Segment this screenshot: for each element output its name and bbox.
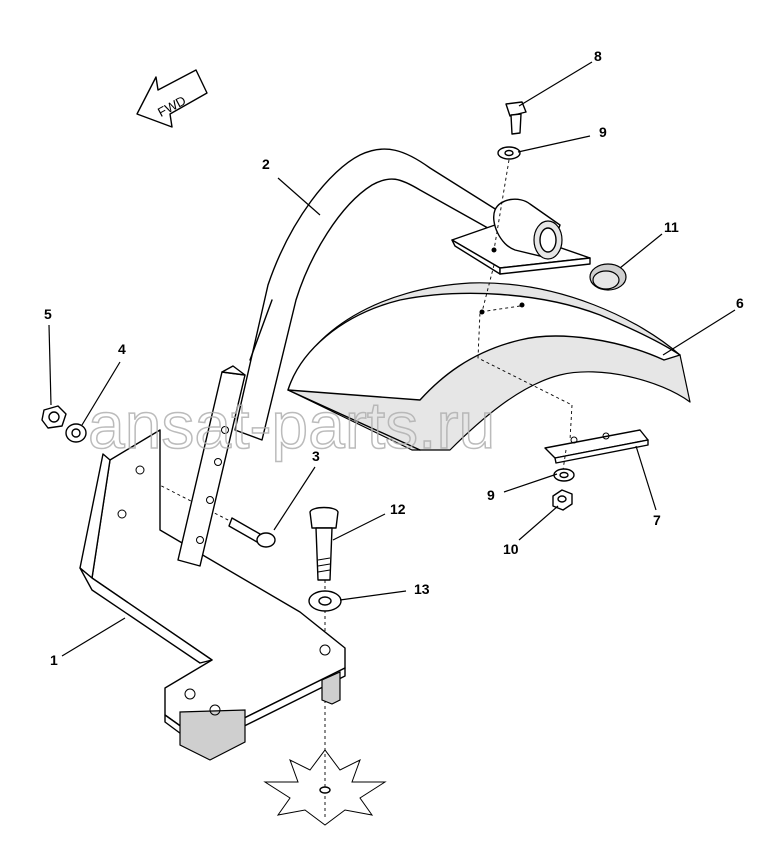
callout-2: 2 (262, 156, 270, 172)
callout-5: 5 (44, 306, 52, 322)
washer-part-9-lower (553, 468, 575, 482)
washer-part-13 (308, 590, 342, 612)
callout-6: 6 (736, 295, 744, 311)
watermark-text: ansat-parts.ru (88, 388, 495, 462)
bolt-part-3 (228, 517, 276, 548)
callout-11: 11 (664, 219, 679, 235)
callout-numbers: 1 2 3 4 5 6 7 8 9 9 10 11 12 13 (44, 48, 744, 668)
plug-part-11 (589, 263, 627, 291)
callout-4: 4 (118, 341, 126, 357)
fender-part-6 (287, 282, 691, 451)
mount-plate (451, 198, 591, 275)
leader-lines (48, 61, 736, 657)
callout-13: 13 (414, 581, 430, 597)
callout-1: 1 (50, 652, 58, 668)
callout-10: 10 (503, 541, 519, 557)
callout-3: 3 (312, 448, 320, 464)
washer-part-4 (65, 423, 87, 443)
bolt-part-12 (309, 506, 339, 581)
callout-9-upper: 9 (599, 124, 607, 140)
base-bracket-part-1 (79, 429, 346, 761)
fwd-arrow: FWD (136, 69, 208, 128)
washer-part-9-upper (497, 146, 521, 160)
nut-part-10 (552, 489, 573, 511)
callout-8: 8 (594, 48, 602, 64)
alignment-lines (139, 159, 573, 820)
mounting-surface-symbol (263, 749, 387, 826)
clamp-plate (177, 365, 246, 567)
nut-part-5 (41, 405, 67, 429)
callout-12: 12 (390, 501, 406, 517)
bracket-part-7 (544, 429, 649, 464)
callout-9-lower: 9 (487, 487, 495, 503)
bolt-part-8 (505, 101, 527, 135)
callout-7: 7 (653, 512, 661, 528)
